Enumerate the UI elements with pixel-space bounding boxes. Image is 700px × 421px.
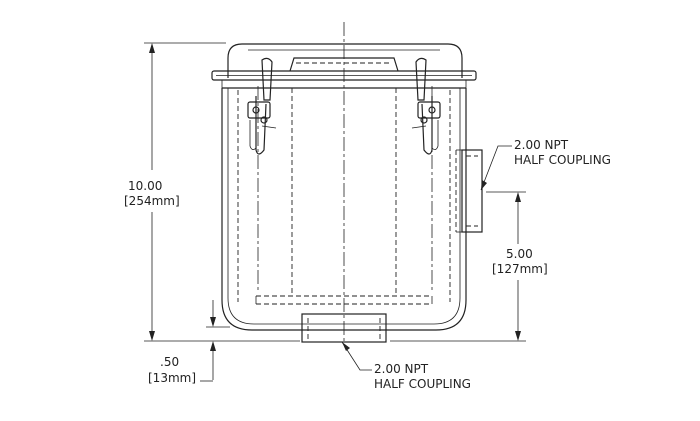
tank-body (221, 43, 467, 331)
overall-height-dimension (144, 42, 300, 342)
lid-top (248, 49, 440, 72)
side-coupling-label-line1: 2.00 NPT (514, 138, 569, 152)
bottom-coupling-label-line2: HALF COUPLING (374, 377, 471, 391)
left-latch (247, 57, 277, 155)
bottom-coupling-label-line1: 2.00 NPT (374, 362, 429, 376)
bottom-coupling (301, 313, 387, 343)
right-latch (411, 57, 441, 155)
coupling-height-dimension (390, 191, 526, 342)
side-coupling (455, 149, 483, 233)
base-offset-value: .50 (160, 355, 179, 369)
side-coupling-label-line2: HALF COUPLING (514, 153, 611, 167)
base-offset-dimension (200, 300, 230, 382)
overall-height-metric: [254mm] (124, 194, 180, 208)
overall-height-value: 10.00 (128, 179, 162, 193)
bottom-coupling-leader (341, 341, 372, 371)
coupling-height-value: 5.00 (506, 247, 533, 261)
side-coupling-leader (480, 145, 512, 191)
coupling-height-metric: [127mm] (492, 262, 548, 276)
base-offset-metric: [13mm] (148, 371, 196, 385)
inner-wall-hidden (237, 86, 451, 305)
lid-rim (211, 70, 477, 89)
